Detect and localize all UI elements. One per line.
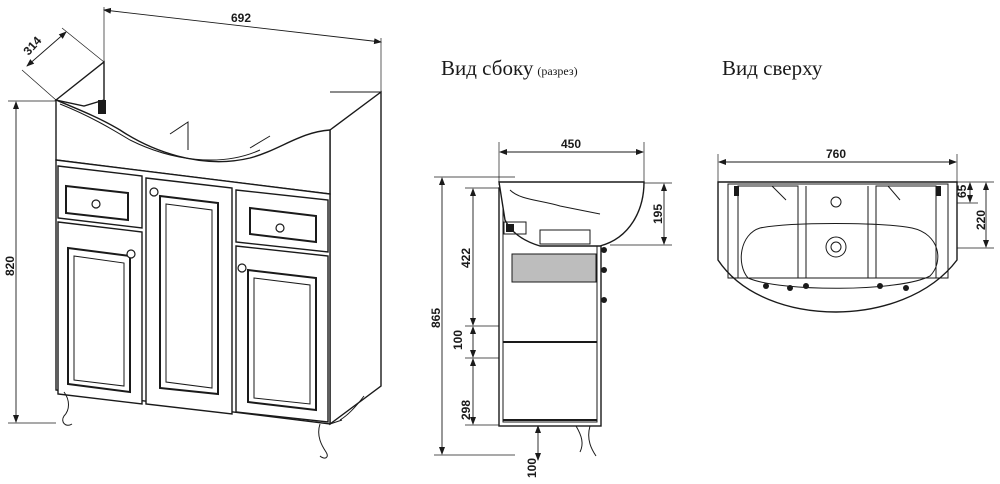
- side-view-title: Вид сбоку (разрез): [441, 56, 578, 81]
- total-height-label: 865: [429, 308, 443, 328]
- basin-height-label: 195: [651, 204, 665, 224]
- top-view: 760 65 220: [717, 147, 994, 313]
- side-view-title-text: Вид сбоку: [441, 56, 534, 80]
- total-height-dimension: 865: [429, 176, 515, 456]
- segment-dimensions: 422 100 298: [451, 187, 510, 426]
- side-view: 450 195 865 422 100 298: [429, 137, 672, 478]
- legs-label: 100: [525, 458, 539, 478]
- top-view-title: Вид сверху: [722, 56, 822, 81]
- top-offset-small-label: 65: [955, 184, 969, 198]
- width-dimension: 692: [103, 7, 382, 92]
- upper-compartment-label: 422: [459, 248, 473, 268]
- height-label: 820: [3, 256, 17, 276]
- side-depth-dimension: 450: [498, 137, 645, 185]
- width-label: 692: [231, 11, 251, 25]
- lower-compartment-label: 298: [459, 400, 473, 420]
- top-width-label: 760: [826, 147, 846, 161]
- gap-label: 100: [451, 330, 465, 350]
- front-view: 692 314 820: [3, 7, 382, 459]
- top-offset-large-label: 220: [974, 210, 988, 230]
- legs-dimension: 100: [525, 425, 541, 478]
- height-dimension: 820: [3, 100, 56, 424]
- top-view-title-text: Вид сверху: [722, 56, 823, 80]
- side-view-title-note: (разрез): [537, 64, 578, 78]
- side-depth-label: 450: [561, 137, 581, 151]
